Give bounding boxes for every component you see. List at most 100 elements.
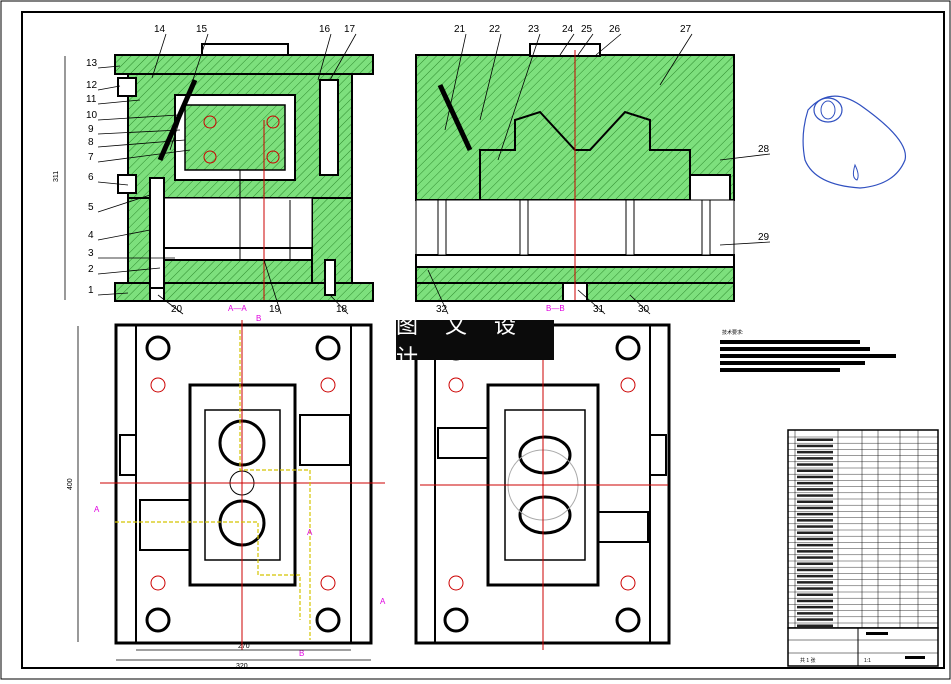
- bom-row-text: [797, 494, 833, 497]
- bom-row-text: [797, 568, 833, 572]
- callout-leader-6: [97, 181, 129, 186]
- callout-leader-10: [97, 114, 179, 121]
- bom-row-text: [797, 457, 833, 460]
- callout-leader-16: [317, 33, 332, 81]
- callout-7: 7: [88, 152, 94, 163]
- dim-plan-height: 400: [67, 478, 74, 490]
- callout-leader-1: [97, 292, 129, 296]
- section-mark-a-right: A: [380, 597, 386, 606]
- dim-plan-inner-w: 270: [238, 643, 250, 650]
- callout-20: 20: [171, 304, 183, 315]
- callout-leader-26: [595, 33, 622, 56]
- bom-row-text: [797, 525, 833, 528]
- callout-leader-13: [97, 65, 121, 69]
- callout-leader-19: [263, 259, 282, 315]
- callout-28: 28: [758, 144, 770, 155]
- callout-3: 3: [88, 248, 94, 259]
- bom-row-text: [797, 481, 833, 485]
- callout-21: 21: [454, 24, 466, 35]
- bom-row-text: [797, 574, 833, 578]
- callout-29: 29: [758, 232, 770, 243]
- callout-24: 24: [562, 24, 574, 35]
- callout-27: 27: [680, 24, 692, 35]
- bom-row-text: [797, 605, 833, 609]
- bom-row-text: [797, 581, 833, 584]
- bom-rows: [788, 436, 938, 627]
- bom-row-text: [797, 506, 833, 510]
- callout-leader-22: [479, 33, 502, 121]
- section-label-aa: A—A: [228, 304, 247, 313]
- callout-10: 10: [86, 110, 98, 121]
- callout-leader-20: [157, 294, 184, 315]
- callout-leader-18: [329, 294, 349, 315]
- bom-row-text: [797, 550, 833, 553]
- callout-leader-27: [659, 33, 693, 86]
- dim-height-left: 311: [53, 171, 60, 182]
- bom-row-text: [797, 543, 833, 547]
- bom-row-text: [797, 512, 833, 516]
- callout-26: 26: [609, 24, 621, 35]
- tech-requirements-title: 技术要求:: [722, 329, 743, 336]
- bom-row-text: [797, 475, 833, 479]
- callout-16: 16: [319, 24, 331, 35]
- watermark-banner: 图 文 设 计: [396, 314, 554, 371]
- bom-row-text: [797, 624, 833, 627]
- part-sketch: [802, 95, 907, 189]
- callout-leader-11: [97, 99, 141, 105]
- tech-requirements: [720, 340, 896, 372]
- callout-22: 22: [489, 24, 501, 35]
- callout-14: 14: [154, 24, 166, 35]
- callout-31: 31: [593, 304, 605, 315]
- callout-25: 25: [581, 24, 593, 35]
- bom-row-text: [797, 531, 833, 534]
- section-mark-a-left: A: [94, 505, 100, 514]
- bom-row-text: [797, 500, 833, 503]
- section-label-bb: B—B: [546, 304, 565, 313]
- callout-leader-32: [427, 269, 449, 315]
- plan-view-fixed: [414, 320, 671, 650]
- plan-view-moving: [100, 320, 385, 650]
- callout-9: 9: [88, 124, 94, 135]
- section-mark-a-mid: A: [307, 528, 313, 537]
- bom-row-text: [797, 488, 833, 491]
- callout-18: 18: [336, 304, 348, 315]
- bom-row-text: [797, 618, 833, 621]
- bom-row-text: [797, 556, 833, 559]
- bom-row-text: [797, 537, 833, 541]
- callout-leader-31: [577, 289, 606, 315]
- callout-leader-9: [97, 129, 181, 135]
- callout-11: 11: [86, 94, 97, 105]
- callout-30: 30: [638, 304, 650, 315]
- callout-6: 6: [88, 172, 94, 183]
- callout-leader-25: [577, 33, 594, 56]
- callout-leader-2: [97, 267, 161, 275]
- callout-8: 8: [88, 137, 94, 148]
- callout-15: 15: [196, 24, 208, 35]
- callout-19: 19: [269, 304, 281, 315]
- callout-4: 4: [88, 230, 94, 241]
- callout-leader-24: [559, 33, 575, 56]
- callout-17: 17: [344, 24, 356, 35]
- callout-leader-15: [169, 33, 209, 151]
- section-mark-b-bottom: B: [299, 649, 304, 658]
- callout-leader-29: [719, 241, 771, 246]
- callout-23: 23: [528, 24, 540, 35]
- callout-leader-7: [97, 149, 191, 163]
- bom-row-text: [797, 587, 833, 590]
- callout-13: 13: [86, 58, 98, 69]
- title-block-sheet: 共 1 张: [800, 657, 816, 664]
- bom-row-text: [797, 593, 833, 596]
- callout-leader-28: [719, 153, 771, 161]
- callout-leader-17: [329, 33, 357, 81]
- bom-row-text: [797, 444, 833, 448]
- callout-leader-30: [629, 294, 651, 315]
- callout-leader-23: [497, 33, 541, 161]
- callout-5: 5: [88, 202, 94, 213]
- bom-row-text: [797, 450, 833, 454]
- section-aa-view: [114, 43, 374, 302]
- dim-plan-outer-w: 320: [236, 663, 248, 670]
- callout-leader-21: [444, 33, 467, 131]
